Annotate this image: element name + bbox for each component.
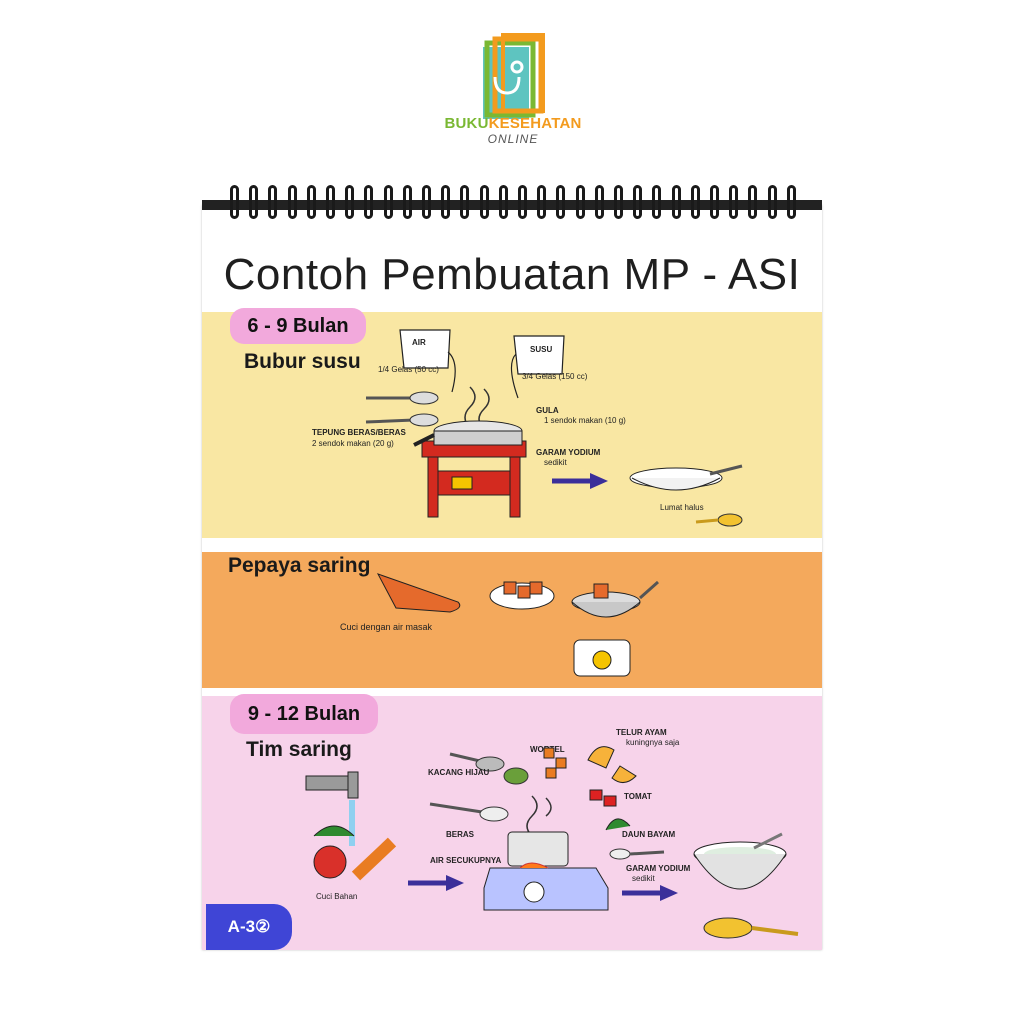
- logo-brand-part1: BUKU: [444, 115, 489, 132]
- spiral-ring: [786, 185, 796, 219]
- spiral-ring: [633, 185, 643, 219]
- recipe-heading-tim-saring: Tim saring: [246, 738, 352, 761]
- stove-pot-icon: [413, 386, 527, 518]
- book-logo-icon: [483, 33, 545, 119]
- arrow-icon: [552, 473, 608, 489]
- label-gula-amount: 1 sendok makan (10 g): [544, 416, 626, 425]
- spiral-ring: [402, 185, 412, 219]
- spiral-ring: [690, 185, 700, 219]
- label-tomat: TOMAT: [624, 792, 652, 801]
- spiral-ring: [710, 185, 719, 219]
- spiral-ring: [614, 185, 623, 219]
- bowl-plate-icon: [629, 464, 743, 527]
- label-tepung-amount: 2 sendok makan (20 g): [312, 439, 394, 448]
- age-badge-6-9: 6 - 9 Bulan: [230, 308, 366, 344]
- tomato-icon: [589, 789, 617, 807]
- spiral-ring: [268, 185, 278, 219]
- label-air-amount: 1/4 Gelas (50 cc): [378, 365, 439, 374]
- strainer-cup-icon: [571, 580, 659, 677]
- faucet-vegetables-icon: [305, 771, 397, 881]
- spiral-ring: [518, 185, 527, 219]
- label-result: Lumat halus: [660, 503, 704, 512]
- logo-brand-part2: KESEHATAN: [488, 115, 582, 132]
- label-kacang-hijau: KACANG HIJAU: [428, 768, 490, 777]
- spiral-ring: [479, 185, 489, 219]
- age-badge-9-12: 9 - 12 Bulan: [230, 694, 378, 734]
- label-air-secukupnya: AIR SECUKUPNYA: [430, 856, 502, 865]
- egg-icon: [587, 746, 637, 783]
- label-air: AIR: [412, 338, 426, 347]
- spiral-ring: [537, 185, 547, 219]
- spiral-ring: [748, 185, 758, 219]
- spiral-ring: [498, 185, 508, 219]
- milk-glass-icon: [510, 335, 565, 399]
- spiral-ring: [671, 185, 681, 219]
- arrow-icon: [622, 885, 678, 901]
- spiral-ring: [287, 185, 297, 219]
- spiral-ring: [345, 185, 355, 219]
- spiral-ring: [230, 185, 239, 219]
- spiral-ring: [364, 185, 374, 219]
- label-daun-bayam: DAUN BAYAM: [622, 830, 676, 839]
- logo-wordmark: BUKUKESEHATAN: [418, 115, 608, 132]
- label-garam-yodium: GARAM YODIUM: [626, 864, 691, 873]
- label-garam-amount: sedikit: [544, 458, 567, 467]
- recipe-heading-pepaya-saring: Pepaya saring: [228, 554, 371, 577]
- spinach-icon: [605, 818, 631, 831]
- section-band-pepaya: [202, 552, 822, 688]
- label-gula: GULA: [536, 406, 559, 415]
- spiral-ring: [326, 185, 335, 219]
- recipe-heading-bubur-susu: Bubur susu: [244, 350, 361, 373]
- gas-stove-pot-icon: [483, 795, 609, 911]
- papaya-plate-icon: [489, 581, 555, 610]
- binding-spine: [202, 200, 822, 210]
- spiral-ring: [306, 185, 316, 219]
- water-glass-icon: [399, 329, 456, 393]
- spiral-ring: [422, 185, 431, 219]
- spoon-icon: [609, 848, 665, 860]
- spiral-ring: [767, 185, 777, 219]
- page-title: Contoh Pembuatan MP - ASI: [223, 250, 801, 299]
- spiral-ring: [652, 185, 662, 219]
- label-susu: SUSU: [530, 345, 553, 354]
- carrot-pieces-icon: [543, 747, 567, 779]
- label-beras: BERAS: [446, 830, 475, 839]
- label-susu-amount: 3/4 Gelas (150 cc): [522, 372, 588, 381]
- spoon-icon: [365, 391, 439, 427]
- spiral-ring: [556, 185, 566, 219]
- spiral-ring: [729, 185, 739, 219]
- spiral-ring: [575, 185, 585, 219]
- spoon-icon: [429, 752, 529, 822]
- label-garam-sedikit: sedikit: [632, 874, 655, 883]
- label-telur-ayam: TELUR AYAM: [616, 728, 667, 737]
- logo-subtitle: ONLINE: [487, 132, 539, 146]
- label-cuci-air-masak: Cuci dengan air masak: [340, 622, 433, 632]
- label-telur-note: kuningnya saja: [626, 738, 680, 747]
- label-tepung: TEPUNG BERAS/BERAS: [312, 428, 406, 437]
- bowl-icon: [693, 832, 799, 939]
- spiral-ring: [594, 185, 604, 219]
- label-cuci-bahan: Cuci Bahan: [316, 892, 358, 901]
- arrow-icon: [408, 875, 464, 891]
- spiral-ring: [460, 185, 470, 219]
- spiral-ring: [249, 185, 259, 219]
- spiral-ring: [441, 185, 451, 219]
- label-garam: GARAM YODIUM: [536, 448, 601, 457]
- spiral-ring: [383, 185, 393, 219]
- papaya-slice-icon: [376, 573, 461, 613]
- page-code-badge: A-3②: [206, 904, 292, 950]
